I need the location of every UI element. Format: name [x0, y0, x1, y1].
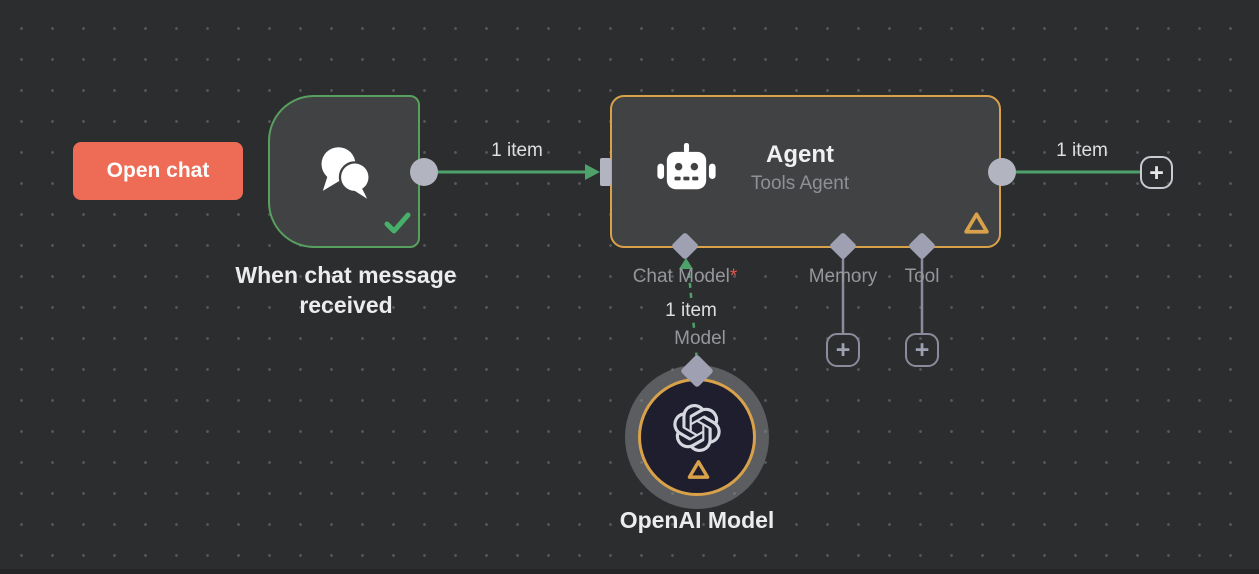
- chat-model-port-label: Chat Model*: [632, 266, 738, 287]
- agent-node-subtitle: Tools Agent: [750, 173, 850, 194]
- canvas-bottom-edge: [0, 569, 1259, 574]
- warning-triangle-icon: [963, 211, 990, 235]
- add-memory-button[interactable]: +: [826, 333, 860, 367]
- open-chat-button[interactable]: Open chat: [73, 142, 243, 200]
- openai-logo-icon: [673, 404, 721, 453]
- required-marker: *: [729, 266, 738, 287]
- output-wire-item-count: 1 item: [1056, 140, 1108, 161]
- trigger-output-connector[interactable]: [410, 158, 438, 186]
- robot-icon: [655, 142, 718, 201]
- trigger-node-name: When chat message received: [235, 262, 457, 318]
- add-tool-button[interactable]: +: [905, 333, 939, 367]
- wire-arrow-icon: [585, 164, 600, 180]
- tool-port-label: Tool: [904, 266, 940, 287]
- agent-output-connector[interactable]: [988, 158, 1016, 186]
- success-check-icon: [383, 211, 412, 236]
- wire-item-count: 1 item: [491, 140, 543, 161]
- model-wire-item-count: 1 item: [641, 300, 741, 322]
- agent-input-connector[interactable]: [600, 158, 611, 186]
- add-next-node-button[interactable]: +: [1140, 156, 1173, 189]
- openai-warning-triangle-icon: [687, 459, 710, 480]
- model-wire-port-name: Model: [650, 328, 750, 350]
- agent-node-title: Agent: [766, 141, 834, 168]
- chat-bubbles-icon: [310, 142, 380, 206]
- openai-node-name: OpenAI Model: [619, 507, 775, 533]
